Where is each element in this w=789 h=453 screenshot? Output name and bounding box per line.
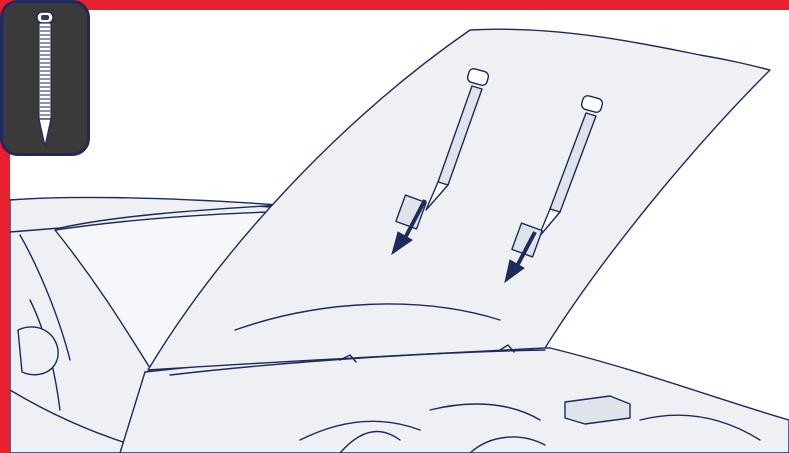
hood-edge [169, 349, 546, 376]
tie-tip-right [537, 208, 561, 239]
tie-tip-left [425, 181, 449, 211]
side-mirror [17, 326, 59, 376]
frame-left-border [0, 0, 10, 453]
mount-clip-right [511, 222, 543, 258]
hood-inner-curve [234, 303, 501, 331]
engine-component [564, 395, 631, 425]
tie-head-right [580, 95, 604, 113]
tie-head-left [466, 68, 490, 86]
cable-tie-icon [0, 0, 90, 156]
mount-clip-left [395, 194, 427, 230]
hood-hinge [339, 344, 515, 363]
frame-top-border [0, 0, 789, 10]
push-arrow-right [504, 231, 537, 284]
engine-lines [299, 403, 761, 453]
push-arrow-left [391, 199, 427, 256]
tie-strap-right [549, 112, 597, 213]
